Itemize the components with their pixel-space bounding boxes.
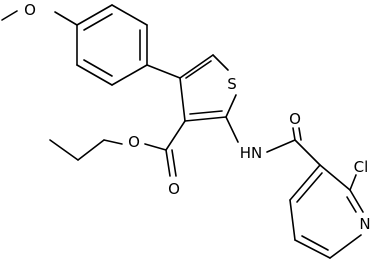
bond-methyl-o [1,10,18,21]
atom-pyridine-n: N [359,215,370,233]
atom-methoxy-o: O [24,1,36,19]
bond-o-aryl [54,11,78,26]
pyridine-ring [289,164,364,259]
thiophene-ring [179,54,237,122]
phenyl-ring [76,4,148,86]
atom-ester-o-single: O [128,133,140,151]
ester-group [49,120,186,177]
atom-amide-o: O [289,110,301,128]
amide-group [225,116,321,166]
atom-ring-s: S [227,75,237,93]
atom-chloro: Cl [354,158,369,176]
bond-phenyl-thiophene [146,64,181,79]
atom-amide-nh: HN [240,144,263,162]
atom-ester-o-carbonyl: O [168,180,180,198]
